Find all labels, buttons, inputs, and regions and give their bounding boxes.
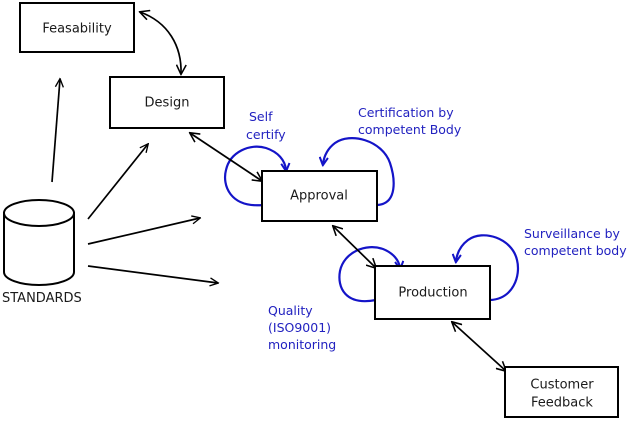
customer-feedback-box (504, 366, 619, 418)
label-self-certify: Self certify (246, 109, 286, 142)
standards-label: STANDARDS (2, 291, 82, 306)
standards-cylinder-body (3, 212, 75, 286)
flow-standards-feasability (51, 79, 60, 183)
loop-surveillance-arc (456, 234, 520, 302)
datastore-standards[interactable]: STANDARDS (2, 199, 82, 306)
quality-line2: (ISO9001) (268, 320, 331, 335)
loop-surveillance-by-competent-body (456, 234, 520, 302)
feasability-label: Feasability (42, 22, 112, 37)
flow-design-approval (190, 133, 262, 181)
loop-certification-by-competent-body (323, 137, 395, 207)
certification-line2: competent Body (358, 122, 462, 137)
node-production[interactable]: Production (374, 265, 491, 320)
customer-feedback-label-line1: Customer (530, 378, 594, 393)
flow-standards-approval (87, 218, 200, 245)
node-design[interactable]: Design (109, 76, 225, 129)
self-certify-line1: Self (249, 109, 273, 124)
flow-standards-design (87, 144, 148, 220)
design-label: Design (145, 96, 190, 111)
flow-approval-production (333, 226, 376, 268)
customer-feedback-label-line2: Feedback (531, 396, 593, 411)
quality-line3: monitoring (268, 337, 336, 352)
label-quality-iso9001-monitoring: Quality (ISO9001) monitoring (268, 303, 336, 352)
feasability-box (19, 2, 135, 53)
approval-label: Approval (290, 189, 348, 204)
node-customer-feedback[interactable]: Customer Feedback (504, 366, 619, 418)
label-surveillance-by-competent-body: Surveillance by competent body (524, 226, 627, 258)
surveillance-line1: Surveillance by (524, 226, 621, 241)
production-label: Production (398, 286, 467, 301)
flow-feasability-design (140, 12, 181, 74)
node-approval[interactable]: Approval (261, 170, 378, 222)
flow-production-customer-feedback (452, 322, 506, 371)
quality-line1: Quality (268, 303, 313, 318)
label-certification-by-competent-body: Certification by competent Body (358, 105, 462, 137)
flow-standards-production (87, 265, 218, 283)
surveillance-line2: competent body (524, 243, 627, 258)
certification-line1: Certification by (358, 105, 454, 120)
standards-cylinder-top (3, 199, 75, 227)
node-feasability[interactable]: Feasability (19, 2, 135, 53)
approval-box (261, 170, 378, 222)
design-box (109, 76, 225, 129)
self-certify-line2: certify (246, 127, 286, 142)
loop-certification-arc (323, 137, 395, 207)
production-box (374, 265, 491, 320)
